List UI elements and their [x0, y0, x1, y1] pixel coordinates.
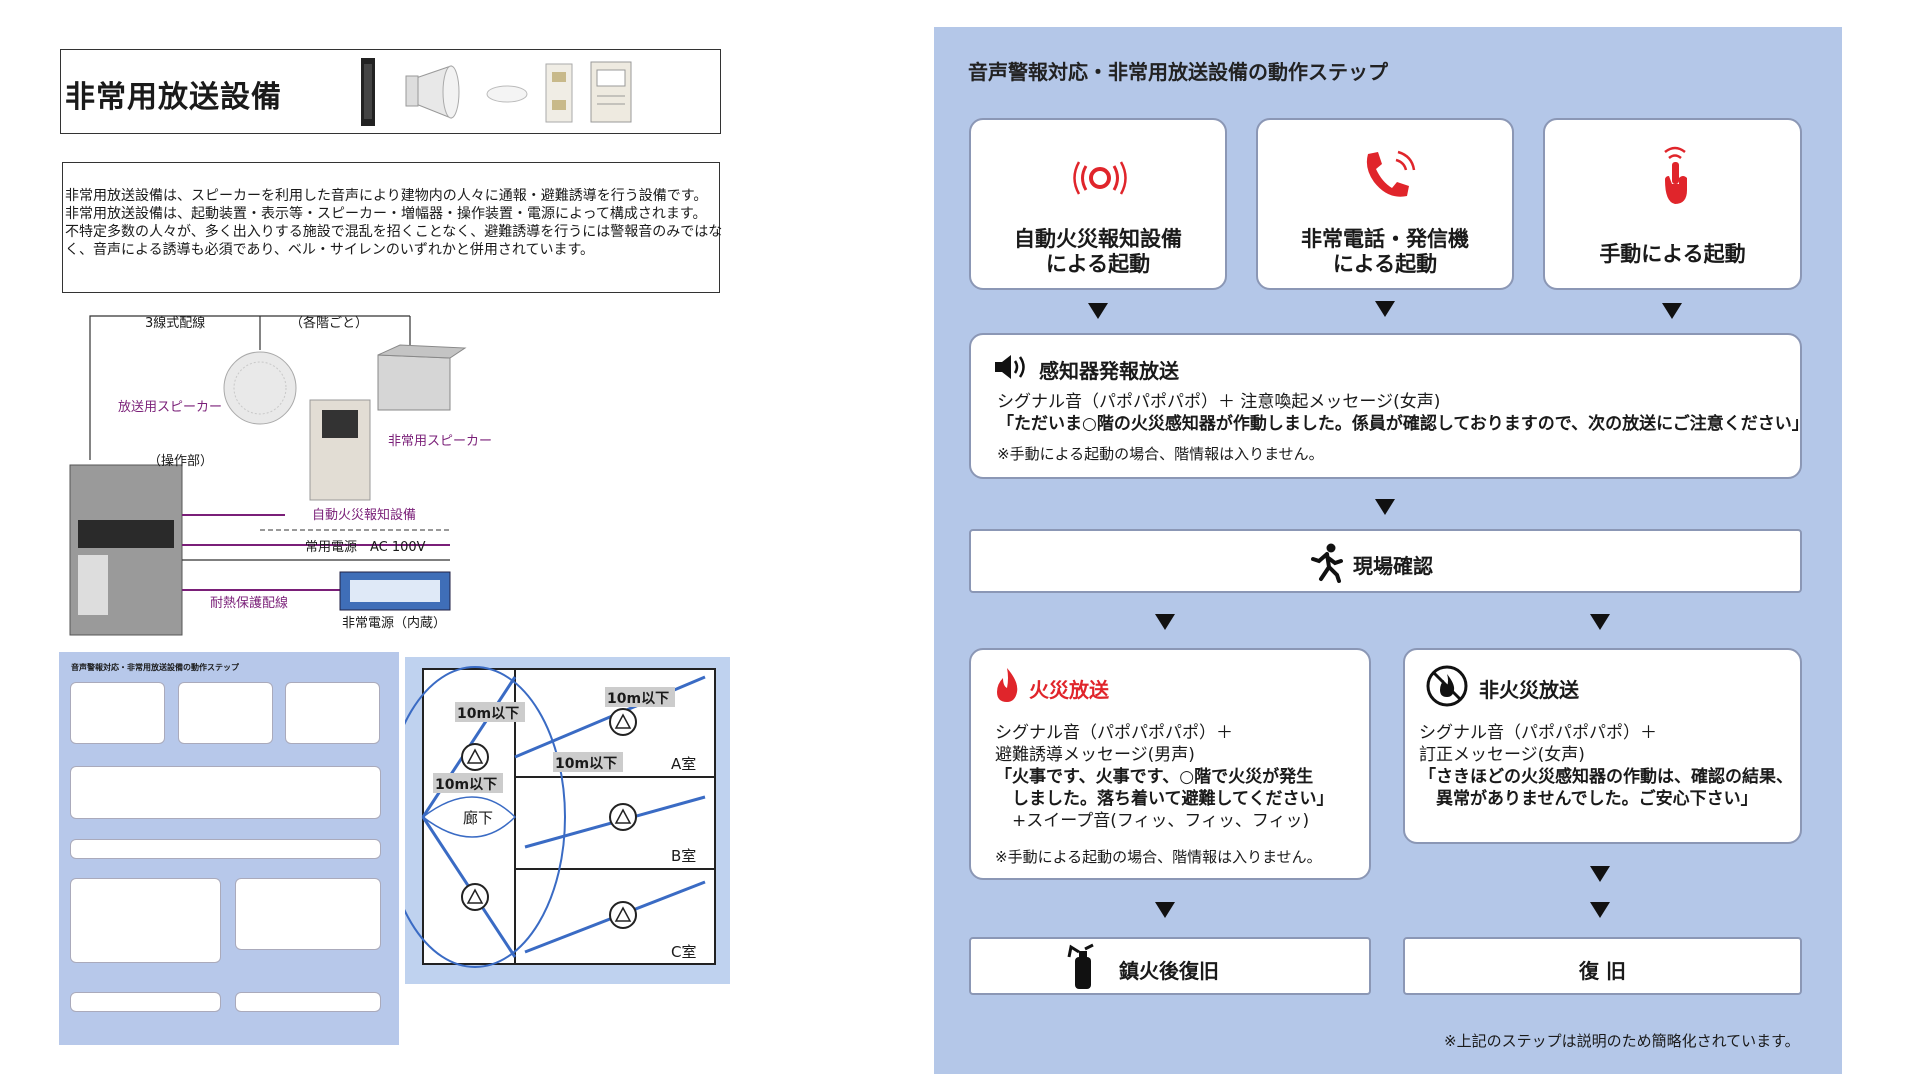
trigger-label-line: 手動による起動	[1545, 242, 1800, 267]
fire-note: ※手動による起動の場合、階情報は入りません。	[995, 846, 1322, 867]
trigger-label-line: 自動火災報知設備	[971, 227, 1225, 252]
wiring-diagram: 3線式配線 （各階ごと） 放送用スピーカー 非常用スピーカー （操作部） 自動火…	[60, 300, 480, 640]
description-line: く、音声による誘導も必須であり、ベル・サイレンのいずれかと併用されています。	[65, 241, 717, 259]
nonfire-line: 異常がありませんでした。ご安心下さい」	[1419, 788, 1758, 810]
description-line: 非常用放送設備は、起動装置・表示等・スピーカー・増幅器・操作装置・電源によって構…	[65, 205, 717, 223]
wiring-lines	[60, 300, 480, 640]
detector-title: 感知器発報放送	[1039, 355, 1179, 384]
arrow-down-icon	[1590, 866, 1610, 882]
flame-icon	[993, 666, 1021, 704]
arrow-down-icon	[1375, 301, 1395, 317]
floor-plan: 10m以下 10m以下 10m以下 10m以下 廊下 A室 B室 C室	[405, 657, 730, 984]
nonfire-broadcast-box: 非火災放送 シグナル音（パポパポパポ）＋ 訂正メッセージ(女声) 「さきほどの火…	[1403, 648, 1802, 844]
description-line: 不特定多数の人々が、多く出入りする施設で混乱を招くことなく、避難誘導を行うには警…	[65, 223, 717, 241]
site-confirm-label: 現場確認	[1353, 550, 1433, 579]
label-emergency-speaker: 非常用スピーカー	[388, 430, 492, 449]
alarm-icon	[1065, 158, 1135, 198]
flow-panel: 音声警報対応・非常用放送設備の動作ステップ 自動火災報知設備 による起動 非常電…	[934, 27, 1842, 1074]
trigger-label-line: による起動	[971, 252, 1225, 277]
recovery-box: 復 旧	[1403, 937, 1802, 995]
label-commercial-power: 常用電源 AC 100V	[305, 536, 426, 555]
label-emergency-power: 非常電源（内蔵）	[342, 612, 446, 631]
detector-line-2: 「ただいま○階の火災感知器が作動しました。係員が確認しておりますので、次の放送に…	[997, 413, 1809, 435]
nonfire-line: 「さきほどの火災感知器の作動は、確認の結果、	[1419, 766, 1793, 788]
description-box: 非常用放送設備は、スピーカーを利用した音声により建物内の人々に通報・避難誘導を行…	[62, 162, 720, 293]
fire-line: しました。落ち着いて避難してください」	[995, 788, 1333, 810]
thumb-recovery	[235, 992, 381, 1012]
thumb-trigger-1	[70, 682, 165, 744]
nonfire-title: 非火災放送	[1479, 674, 1579, 703]
thumb-trigger-3	[285, 682, 380, 744]
equipment-images	[361, 56, 721, 128]
label-room-a: A室	[671, 753, 696, 774]
description-line: 非常用放送設備は、スピーカーを利用した音声により建物内の人々に通報・避難誘導を行…	[65, 187, 717, 205]
detector-note: ※手動による起動の場合、階情報は入りません。	[997, 443, 1324, 464]
no-fire-icon	[1425, 664, 1469, 708]
running-person-icon	[1309, 543, 1343, 583]
floor-dist-1: 10m以下	[457, 703, 519, 723]
label-per-floor: （各階ごと）	[290, 312, 368, 331]
label-broadcast-speaker: 放送用スピーカー	[118, 396, 222, 415]
thumb-nonfire	[235, 878, 381, 950]
arrow-down-icon	[1590, 614, 1610, 630]
recovery-label: 復 旧	[1405, 955, 1800, 984]
trigger-emergency-phone: 非常電話・発信機 による起動	[1256, 118, 1514, 290]
hand-press-icon	[1655, 142, 1695, 206]
label-room-c: C室	[671, 941, 696, 962]
fire-line: 「火事です、火事です、○階で火災が発生	[995, 766, 1313, 788]
floor-dist-2: 10m以下	[607, 688, 669, 708]
detector-line-1: シグナル音（パポパポパポ）＋ 注意喚起メッセージ(女声)	[997, 391, 1440, 413]
thumb-confirm	[70, 839, 381, 859]
thumb-after-fire	[70, 992, 221, 1012]
flow-thumbnail: 音声警報対応・非常用放送設備の動作ステップ	[59, 652, 399, 1045]
flow-footnote: ※上記のステップは説明のため簡略化されています。	[1444, 1030, 1800, 1051]
arrow-down-icon	[1662, 303, 1682, 319]
fire-broadcast-box: 火災放送 シグナル音（パポパポパポ）＋ 避難誘導メッセージ(男声) 「火事です、…	[969, 648, 1371, 880]
arrow-down-icon	[1088, 303, 1108, 319]
arrow-down-icon	[1375, 499, 1395, 515]
fire-title: 火災放送	[1029, 674, 1109, 703]
arrow-down-icon	[1155, 614, 1175, 630]
nonfire-line: シグナル音（パポパポパポ）＋	[1419, 722, 1657, 744]
label-corridor: 廊下	[463, 807, 493, 828]
title-box: 非常用放送設備	[60, 49, 721, 134]
trigger-manual: 手動による起動	[1543, 118, 1802, 290]
site-confirm-box: 現場確認	[969, 529, 1802, 593]
after-fire-box: 鎮火後復旧	[969, 937, 1371, 995]
floor-dist-3: 10m以下	[555, 753, 617, 773]
thumb-fire	[70, 878, 221, 963]
thumb-trigger-2	[178, 682, 273, 744]
fire-line: 避難誘導メッセージ(男声)	[995, 744, 1195, 766]
thumbnail-title: 音声警報対応・非常用放送設備の動作ステップ	[71, 662, 239, 673]
label-heat-resistant: 耐熱保護配線	[210, 592, 288, 611]
extinguisher-icon	[1067, 943, 1097, 991]
speaker-icon	[993, 353, 1033, 381]
detector-broadcast-box: 感知器発報放送 シグナル音（パポパポパポ）＋ 注意喚起メッセージ(女声) 「ただ…	[969, 333, 1802, 479]
trigger-label-line: 非常電話・発信機	[1258, 227, 1512, 252]
floor-dist-4: 10m以下	[435, 774, 497, 794]
label-three-wire: 3線式配線	[145, 312, 205, 331]
page-title: 非常用放送設備	[65, 72, 282, 116]
arrow-down-icon	[1590, 902, 1610, 918]
fire-line: シグナル音（パポパポパポ）＋	[995, 722, 1233, 744]
thumb-detector	[70, 766, 381, 819]
phone-icon	[1358, 148, 1418, 204]
trigger-label-line: による起動	[1258, 252, 1512, 277]
trigger-auto-fire-alarm: 自動火災報知設備 による起動	[969, 118, 1227, 290]
flow-title: 音声警報対応・非常用放送設備の動作ステップ	[968, 56, 1388, 85]
label-room-b: B室	[671, 845, 696, 866]
fire-line: +スイープ音(フィッ、フィッ、フィッ)	[995, 810, 1309, 832]
floor-plan-drawing	[405, 657, 730, 984]
after-fire-label: 鎮火後復旧	[1119, 955, 1219, 984]
arrow-down-icon	[1155, 902, 1175, 918]
label-operation-unit: （操作部）	[148, 450, 213, 469]
nonfire-line: 訂正メッセージ(女声)	[1419, 744, 1585, 766]
label-fire-alarm: 自動火災報知設備	[312, 504, 416, 523]
